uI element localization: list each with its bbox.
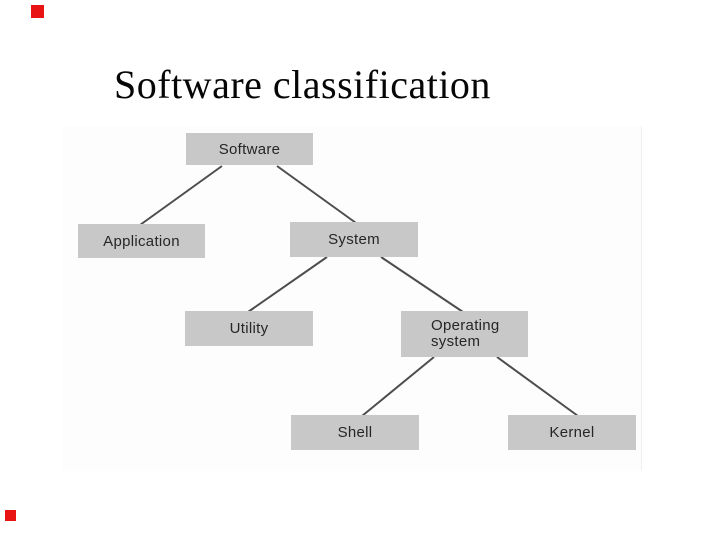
connector-system-utility	[247, 256, 328, 313]
tree-node-operating-system-label: Operating system	[431, 317, 500, 350]
tree-node-operating-system: Operating system	[401, 311, 528, 357]
page-title: Software classification	[114, 61, 491, 107]
red-square-marker-top	[31, 5, 44, 18]
tree-node-software: Software	[186, 133, 313, 165]
connector-system-operating-system	[380, 256, 464, 313]
tree-node-utility-label: Utility	[229, 320, 269, 337]
tree-node-kernel-label: Kernel	[549, 424, 595, 441]
tree-node-shell-label: Shell	[337, 424, 373, 441]
tree-node-system-label: System	[328, 231, 380, 248]
tree-node-application-label: Application	[103, 232, 180, 250]
tree-node-application: Application	[78, 224, 205, 258]
connector-operating-system-shell	[361, 356, 435, 417]
tree-node-shell: Shell	[291, 415, 419, 450]
connector-software-system	[276, 165, 357, 224]
connector-software-application	[139, 165, 223, 226]
tree-node-utility: Utility	[185, 311, 313, 346]
tree-diagram	[63, 126, 642, 471]
tree-node-software-label: Software	[218, 140, 281, 158]
red-square-marker-bottom	[5, 510, 16, 521]
tree-node-kernel: Kernel	[508, 415, 636, 450]
tree-node-system: System	[290, 222, 418, 257]
connector-operating-system-kernel	[496, 356, 579, 417]
